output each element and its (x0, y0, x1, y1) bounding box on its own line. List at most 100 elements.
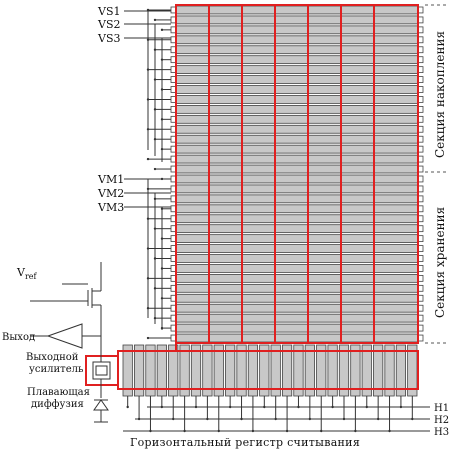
tap-dot (160, 177, 164, 181)
tap-dot (153, 48, 157, 51)
vref-label: Vref (16, 266, 38, 281)
vm1-label: VM1 (97, 173, 124, 186)
register-title: Горизонтальный регистр считывания (130, 436, 360, 449)
section-accumulation-label: Секция накопления (433, 31, 447, 158)
gate-row (175, 293, 419, 303)
gate-row (175, 274, 419, 283)
tap-dot (153, 108, 157, 111)
tap-dot (153, 227, 157, 230)
tap-dot (146, 157, 150, 161)
gate-row (175, 174, 419, 184)
amplifier-label-2: усилитель (29, 364, 84, 375)
tap-dot (160, 267, 164, 270)
tap-dot (160, 147, 164, 151)
tap-dot (153, 167, 157, 171)
vs2-label: VS2 (97, 18, 120, 31)
output-label: Выход (2, 332, 35, 343)
tap-dot (146, 277, 150, 280)
gate-row (175, 234, 419, 243)
register-channel (117, 350, 419, 390)
h-dot (376, 417, 380, 421)
h-dot (263, 405, 266, 409)
tap-dot (160, 28, 164, 32)
h-dot (217, 429, 220, 433)
gate-row (175, 333, 419, 343)
gate-row (175, 283, 419, 293)
tap-dot (160, 326, 164, 330)
gate-row (175, 154, 419, 164)
h-dot (365, 405, 368, 409)
h-dot (194, 405, 198, 409)
gate-row (175, 224, 419, 234)
tap-dot (153, 138, 157, 141)
tap-dot (153, 316, 157, 320)
amplifier-label-1: Выходной (26, 352, 79, 363)
tap-dot (160, 297, 164, 300)
tap-dot (160, 118, 164, 121)
tap-dot (146, 247, 150, 250)
h-dot (285, 429, 289, 433)
h-clock-buses (123, 396, 430, 433)
h-dot (274, 417, 277, 421)
h-dot (411, 417, 414, 421)
diffusion-label-2: диффузия (31, 399, 84, 410)
gate-row (175, 244, 419, 253)
tap-dot (153, 78, 157, 81)
gate-row (175, 303, 419, 313)
section-dividers (425, 4, 447, 344)
tap-dot (146, 307, 150, 310)
h-dot (240, 417, 243, 421)
tap-dot (146, 336, 150, 340)
output-circuit (30, 262, 177, 423)
gate-row (175, 25, 419, 35)
gate-row (175, 214, 419, 224)
h-dot (137, 417, 141, 421)
vs3-label: VS3 (97, 32, 120, 45)
tap-dot (146, 38, 150, 41)
gate-row (175, 65, 419, 74)
diffusion-label-1: Плавающая (27, 387, 90, 398)
gate-row (175, 164, 419, 174)
tap-dot (160, 207, 164, 210)
h-dot (308, 417, 312, 421)
h-dot (206, 417, 209, 421)
h-dot (126, 405, 129, 409)
h-dot (183, 429, 186, 433)
h-dot (354, 429, 357, 433)
gate-row (175, 55, 419, 65)
vm2-label: VM2 (97, 187, 124, 200)
h-dot (388, 429, 391, 433)
tap-dot (160, 58, 164, 61)
h-dot (320, 429, 323, 433)
h-dot (399, 405, 403, 409)
h1-label: H1 (434, 403, 449, 414)
tap-dot (153, 197, 157, 201)
gate-wiring (124, 8, 171, 340)
tap-dot (153, 18, 157, 22)
gate-row (175, 124, 419, 134)
h-dot (331, 405, 334, 409)
gate-row (175, 45, 419, 55)
tap-dot (153, 257, 157, 260)
gate-row (175, 313, 419, 323)
h-dot (149, 429, 152, 433)
gate-row (175, 264, 419, 273)
gate-row (175, 254, 419, 263)
gate-row (175, 114, 419, 124)
vm3-label: VM3 (97, 201, 124, 214)
h-dot (342, 417, 346, 421)
vs1-label: VS1 (97, 5, 120, 18)
gate-row (175, 35, 419, 45)
gate-row (175, 75, 419, 84)
tap-dot (146, 217, 150, 220)
gate-row (175, 5, 419, 15)
tap-dot (160, 88, 164, 91)
gate-row (175, 85, 419, 94)
horizontal-register (117, 344, 419, 397)
gate-row (175, 105, 419, 114)
gate-row (175, 144, 419, 154)
gate-row (175, 184, 419, 194)
gate-row (175, 194, 419, 204)
tap-dot (153, 287, 157, 290)
